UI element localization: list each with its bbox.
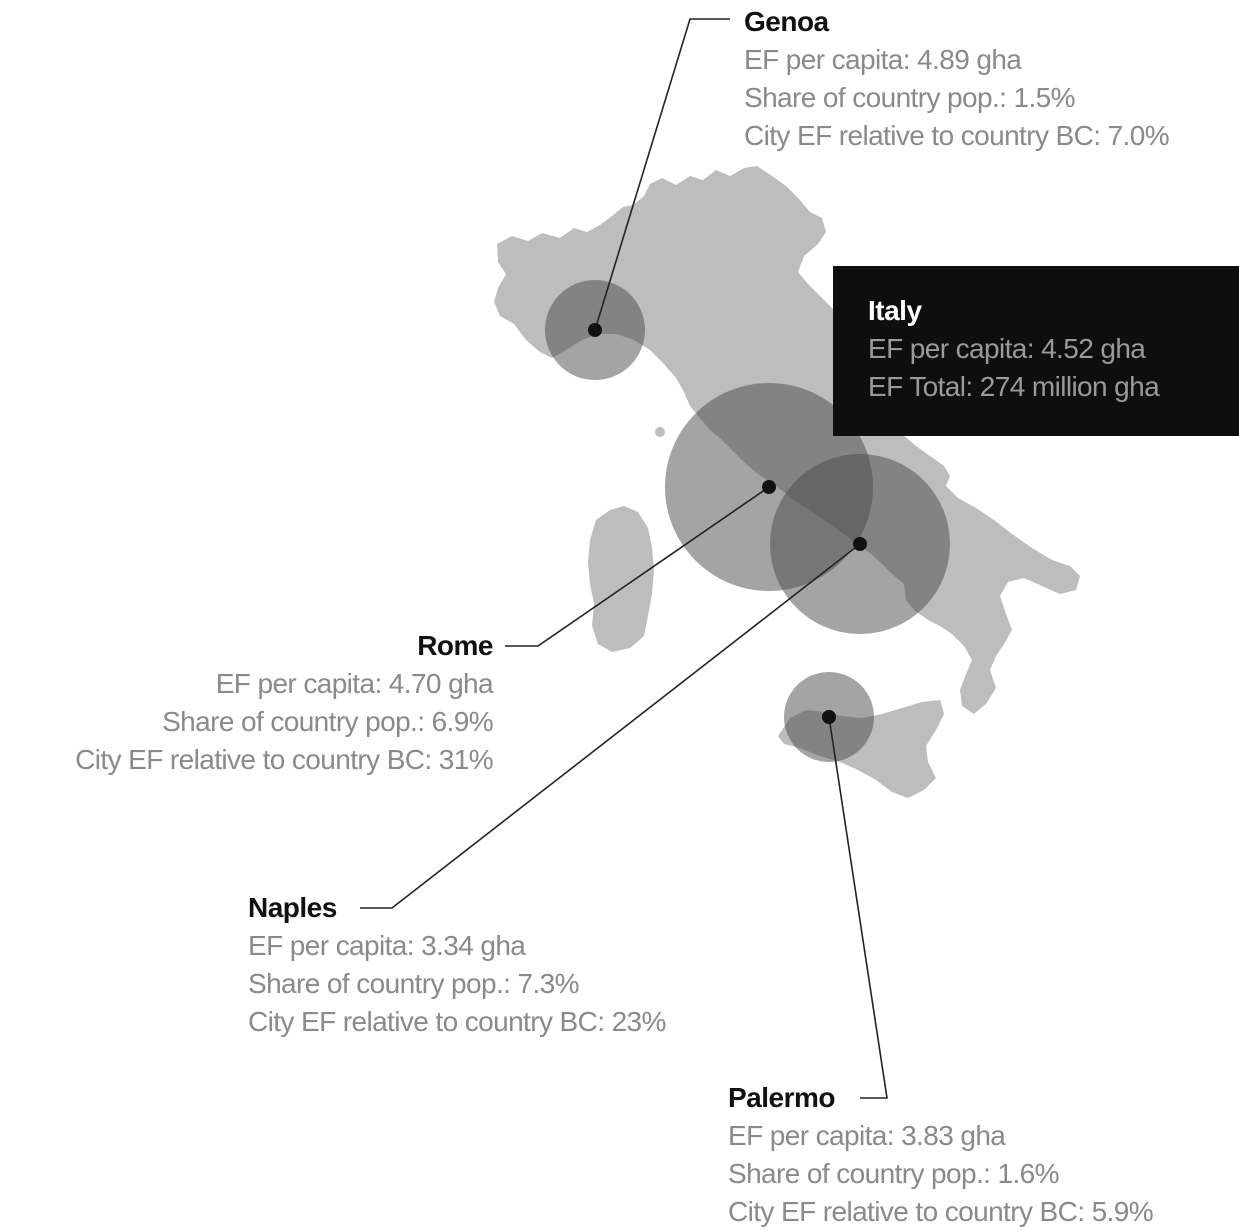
palermo-leader-line	[828, 716, 888, 1099]
sardinia-shape	[588, 506, 654, 652]
genoa-leader-line	[594, 18, 730, 331]
palermo-ef-per-capita: EF per capita: 3.83 gha	[728, 1120, 1006, 1151]
naples-leader-line	[360, 543, 861, 909]
genoa-label: Genoa EF per capita: 4.89 gha Share of c…	[744, 3, 1170, 155]
rome-dot	[762, 480, 776, 494]
naples-relative-bc: City EF relative to country BC: 23%	[248, 1006, 666, 1037]
palermo-label: Palermo EF per capita: 3.83 gha Share of…	[728, 1079, 1154, 1231]
palermo-relative-bc: City EF relative to country BC: 5.9%	[728, 1196, 1154, 1227]
rome-leader-line	[505, 486, 770, 647]
rome-name: Rome	[417, 630, 493, 661]
naples-dot	[853, 537, 867, 551]
genoa-ef-per-capita: EF per capita: 4.89 gha	[744, 44, 1022, 75]
rome-ef-per-capita: EF per capita: 4.70 gha	[215, 668, 494, 699]
country-ef-per-capita: EF per capita: 4.52 gha	[868, 333, 1146, 364]
naples-share-pop: Share of country pop.: 7.3%	[248, 968, 580, 999]
country-summary-box: Italy EF per capita: 4.52 gha EF Total: …	[833, 266, 1239, 436]
rome-share-pop: Share of country pop.: 6.9%	[162, 706, 494, 737]
palermo-dot	[822, 710, 836, 724]
genoa-name: Genoa	[744, 6, 829, 37]
genoa-share-pop: Share of country pop.: 1.5%	[744, 82, 1076, 113]
country-name: Italy	[868, 295, 922, 326]
palermo-name: Palermo	[728, 1082, 836, 1113]
naples-label: Naples EF per capita: 3.34 gha Share of …	[248, 889, 666, 1041]
rome-label: Rome EF per capita: 4.70 gha Share of co…	[75, 627, 493, 779]
genoa-dot	[588, 323, 602, 337]
rome-relative-bc: City EF relative to country BC: 31%	[75, 744, 493, 775]
naples-ef-per-capita: EF per capita: 3.34 gha	[248, 930, 526, 961]
palermo-share-pop: Share of country pop.: 1.6%	[728, 1158, 1060, 1189]
country-ef-total: EF Total: 274 million gha	[868, 371, 1160, 402]
genoa-relative-bc: City EF relative to country BC: 7.0%	[744, 120, 1170, 151]
elba-island	[655, 427, 665, 437]
naples-name: Naples	[248, 892, 337, 923]
